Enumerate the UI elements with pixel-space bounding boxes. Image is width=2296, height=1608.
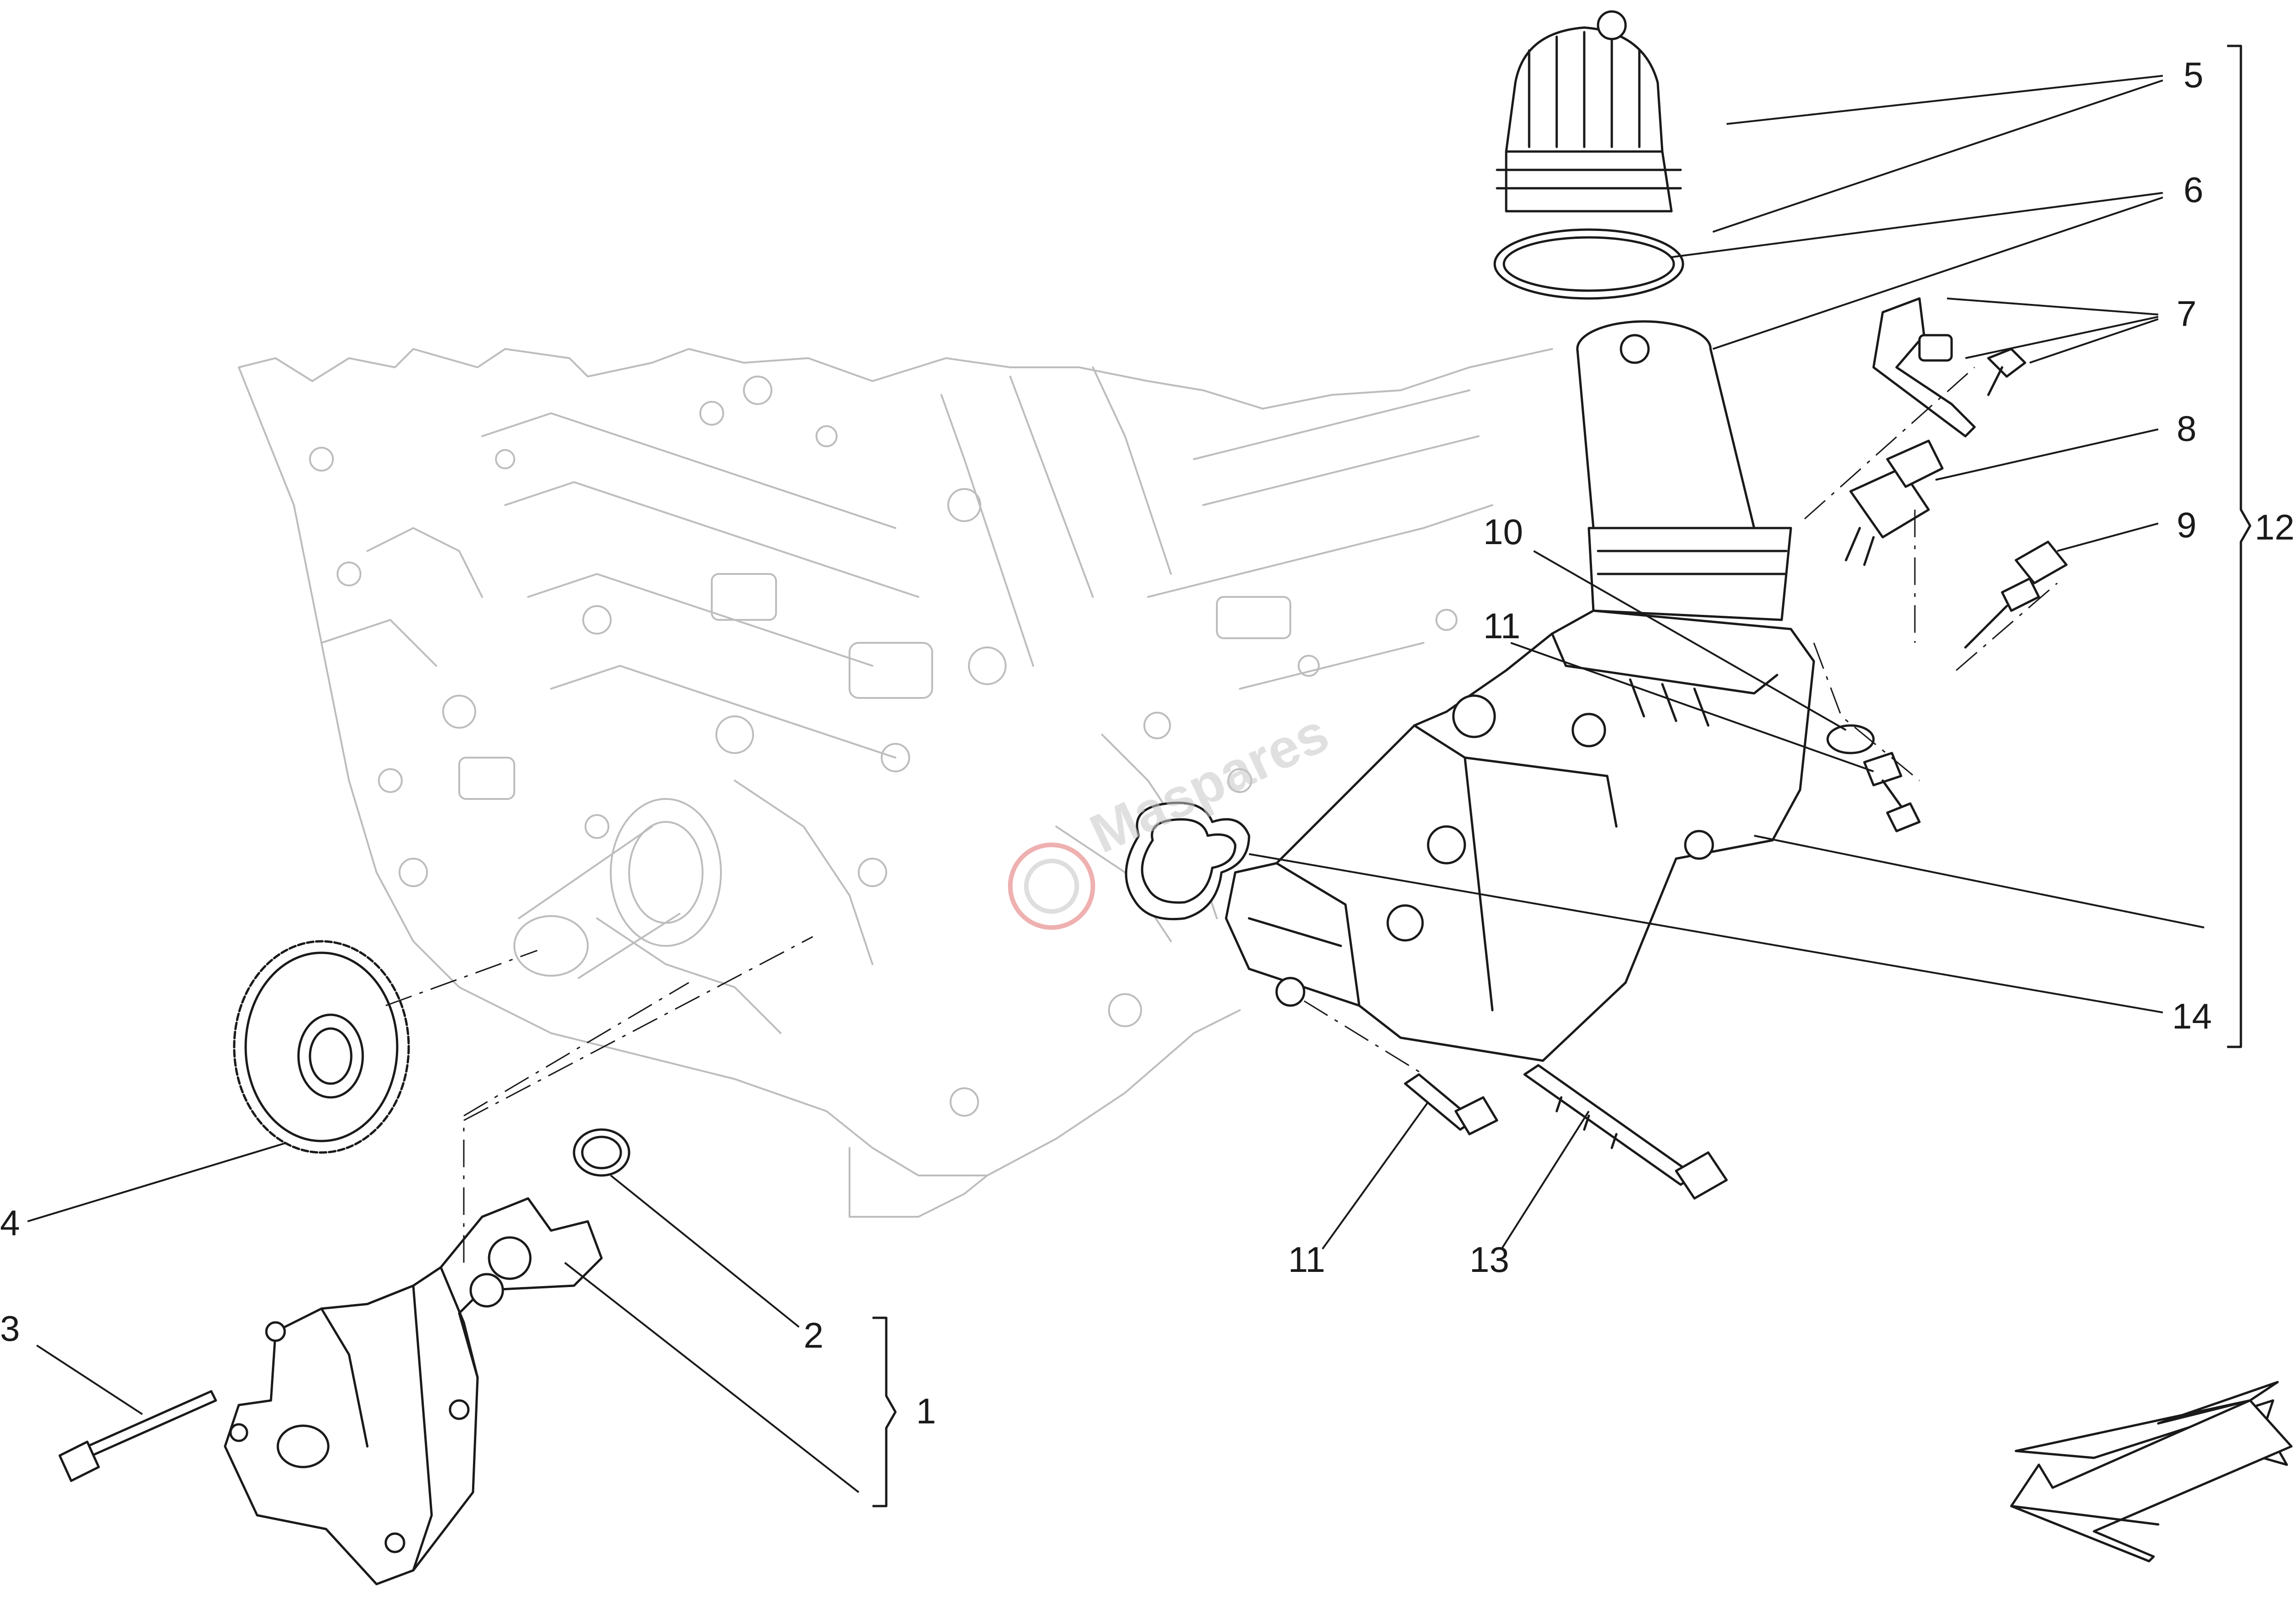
bolt-part-11-lower [1404,1073,1498,1136]
arrow-down-left-icon [2010,1381,2293,1563]
callout-1: 1 [916,1391,936,1431]
callout-4: 4 [0,1203,20,1243]
callout-11-upper: 11 [1483,606,1520,646]
o-ring-part-2 [573,1128,630,1177]
engine-block [238,348,1553,1218]
gasket-part-14 [1125,801,1250,921]
oil-filter-cap-part-5 [1496,10,1682,213]
seal-ring-part-6 [1493,228,1684,300]
callout-11-lower: 11 [1288,1239,1325,1280]
callout-2: 2 [804,1315,823,1355]
oil-filter-housing [1225,609,1815,1062]
bracket-1 [872,1316,897,1507]
callout-14: 14 [2172,996,2212,1036]
callout-5: 5 [2183,55,2203,95]
callout-3: 3 [0,1308,20,1349]
callout-12: 12 [2255,507,2295,547]
assembly-axis-lines [385,366,2058,1263]
callout-9: 9 [2177,505,2196,545]
bracket-part-7 [1872,297,2026,438]
callout-13: 13 [1469,1239,1509,1280]
pressure-sensor-part-8 [1845,439,1944,566]
callout-7: 7 [2177,293,2196,334]
temperature-sensor-part-9 [1964,540,2068,649]
gear-part-4 [233,940,410,1154]
bolt-part-11-upper [1863,752,1921,832]
leader-lines [27,75,2205,1493]
o-ring-part-10 [1826,724,1875,754]
callout-6: 6 [2183,169,2203,210]
oil-filter-cartridge [1576,320,1792,621]
bracket-12 [2227,45,2251,1048]
callout-10: 10 [1483,512,1523,552]
callout-labels: 5 6 7 8 9 12 10 11 14 11 13 4 3 2 1 [0,55,2295,1431]
callout-8: 8 [2177,408,2196,449]
oil-pump-part-1 [224,1197,603,1586]
long-bolt-part-13 [1523,1064,1728,1200]
bolt-part-3 [58,1390,217,1482]
